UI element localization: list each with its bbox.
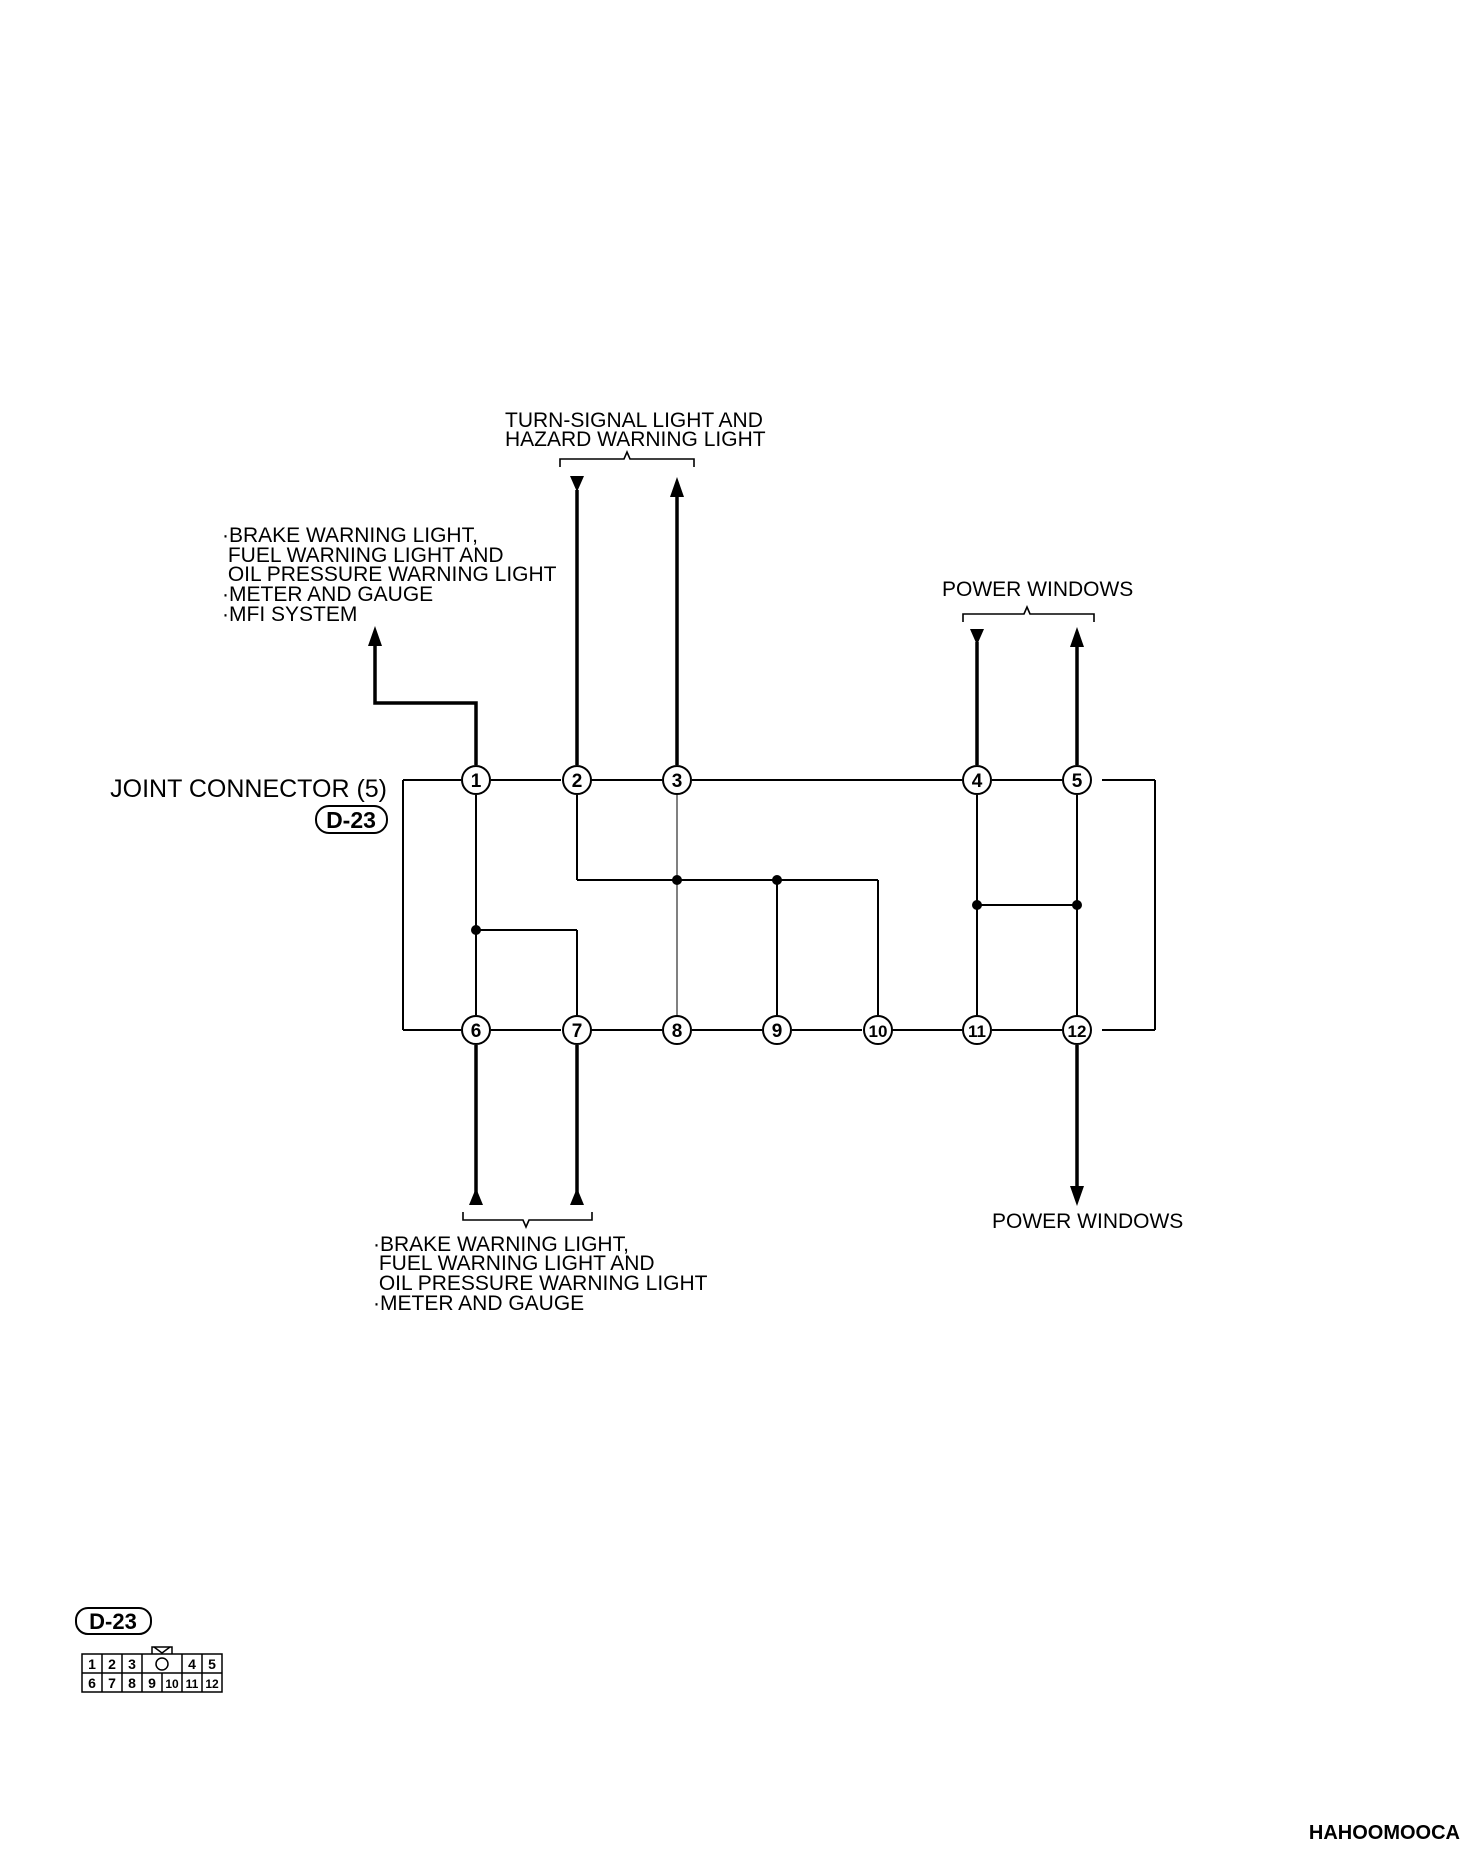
pin-label: 3 [672, 771, 683, 792]
face-pin: 9 [148, 1675, 156, 1691]
splice-points [471, 875, 1082, 935]
group-brackets [462, 449, 1095, 1230]
brake-bottom-line-2: FUEL WARNING LIGHT AND [373, 1252, 655, 1275]
brake-bottom-line-4: ·METER AND GAUGE [373, 1292, 584, 1315]
face-pin: 11 [186, 1677, 199, 1691]
power-windows-bottom-label: POWER WINDOWS [992, 1210, 1183, 1233]
face-pin: 1 [88, 1656, 96, 1672]
connector-outline [402, 779, 1156, 1031]
face-row-2: 6 7 8 9 10 11 12 [88, 1675, 219, 1691]
pin-7: 7 [562, 1015, 592, 1045]
pin-label: 9 [772, 1021, 783, 1042]
figure-code: HAHOOMOOCA [1309, 1822, 1460, 1844]
pin-8: 8 [662, 1015, 692, 1045]
connector-face-view: D-23 1 2 3 4 5 [75, 1607, 223, 1693]
pin-label: 4 [972, 771, 983, 792]
brake-top-line-2: FUEL WARNING LIGHT AND [222, 544, 504, 567]
pin-label: 12 [1068, 1022, 1087, 1041]
face-pin: 6 [88, 1675, 96, 1691]
brake-bottom-line-1: ·BRAKE WARNING LIGHT, [373, 1233, 629, 1256]
pin-1: 1 [461, 765, 491, 795]
face-code-text: D-23 [89, 1609, 137, 1634]
pin-6: 6 [461, 1015, 491, 1045]
arrow-down-icon [570, 476, 584, 492]
connector-code-text: D-23 [326, 807, 376, 833]
turn-signal-label: TURN-SIGNAL LIGHT AND HAZARD WARNING LIG… [505, 409, 766, 451]
power-windows-top-label: POWER WINDOWS [942, 578, 1133, 601]
pin-9: 9 [762, 1015, 792, 1045]
arrow-down-icon [1070, 1186, 1084, 1206]
connector-code-tag: D-23 [315, 805, 388, 834]
pin-label: 2 [572, 771, 583, 792]
brake-top-line-3: OIL PRESSURE WARNING LIGHT [222, 563, 557, 586]
face-pin: 5 [208, 1656, 216, 1672]
external-leads [373, 490, 1079, 1200]
pin-label: 7 [572, 1021, 583, 1042]
brake-warning-bottom-label: ·BRAKE WARNING LIGHT, FUEL WARNING LIGHT… [373, 1233, 708, 1315]
brake-top-line-4: ·METER AND GAUGE [222, 583, 433, 606]
pin-10: 10 [863, 1015, 893, 1045]
brake-top-line-1: ·BRAKE WARNING LIGHT, [222, 524, 478, 547]
pin-label: 8 [672, 1021, 683, 1042]
pin-12: 12 [1062, 1015, 1092, 1045]
pin-5: 5 [1062, 765, 1092, 795]
bottom-pins: 6 7 8 9 10 11 12 [461, 1015, 1092, 1045]
pin-2: 2 [562, 765, 592, 795]
arrowheads [368, 476, 1084, 1206]
pin-label: 6 [471, 1021, 482, 1042]
pin-label: 5 [1072, 771, 1083, 792]
face-grid [81, 1646, 223, 1693]
arrow-up-icon [368, 626, 382, 646]
brake-top-line-5: ·MFI SYSTEM [222, 603, 357, 626]
arrow-up-icon [670, 477, 684, 497]
face-pin: 7 [108, 1675, 116, 1691]
arrow-up-icon [469, 1188, 483, 1205]
pin-label: 11 [968, 1022, 986, 1041]
pin-label: 10 [869, 1022, 888, 1041]
pin-label: 1 [471, 771, 482, 792]
face-row-1: 1 2 3 4 5 [88, 1656, 216, 1672]
turn-signal-line-1: TURN-SIGNAL LIGHT AND [505, 409, 763, 432]
face-pin: 8 [128, 1675, 136, 1691]
face-pin: 4 [188, 1656, 196, 1672]
pin-4: 4 [962, 765, 992, 795]
face-pin: 10 [165, 1677, 179, 1691]
pin-11: 11 [962, 1015, 992, 1045]
top-pins: 1 2 3 4 5 [461, 765, 1092, 795]
arrow-down-icon [970, 629, 984, 645]
face-pin: 2 [108, 1656, 116, 1672]
brake-bottom-line-3: OIL PRESSURE WARNING LIGHT [373, 1272, 708, 1295]
brake-warning-top-label: ·BRAKE WARNING LIGHT, FUEL WARNING LIGHT… [222, 524, 557, 626]
turn-signal-line-2: HAZARD WARNING LIGHT [505, 428, 766, 451]
face-pin: 12 [205, 1677, 219, 1691]
pin-3: 3 [662, 765, 692, 795]
internal-wiring [475, 795, 1078, 1015]
joint-connector-label: JOINT CONNECTOR (5) [110, 775, 387, 803]
arrow-up-icon [570, 1188, 584, 1205]
arrow-up-icon [1070, 627, 1084, 647]
face-pin: 3 [128, 1656, 136, 1672]
